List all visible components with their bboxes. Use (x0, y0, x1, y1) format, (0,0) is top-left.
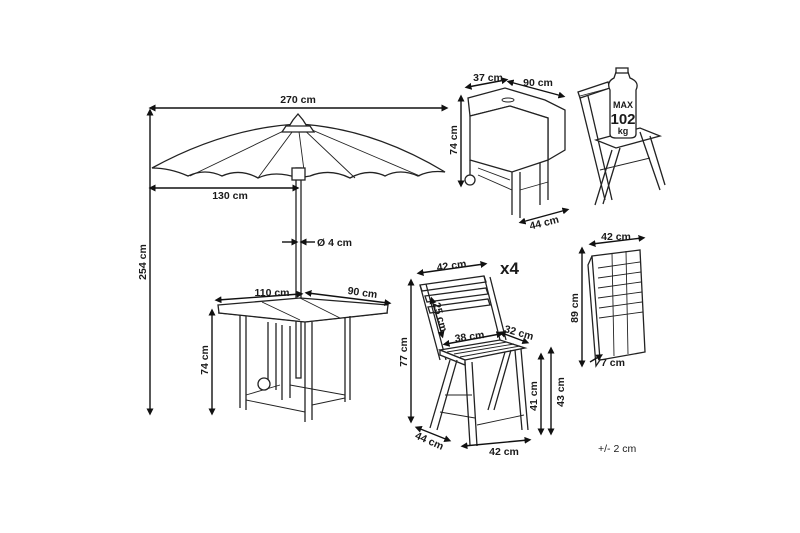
weight-value: 102 (610, 111, 635, 128)
chair-seat-depth-dimension (442, 331, 504, 347)
tolerance-label: +/- 2 cm (598, 443, 636, 455)
table-length-dimension (214, 290, 304, 304)
folded-table-leaf-label: 37 cm (473, 72, 503, 84)
chair-height-label: 77 cm (398, 337, 410, 367)
umbrella-height-label: 254 cm (137, 244, 149, 280)
chair-back-width-dimension (416, 261, 488, 276)
chair-base-width-dimension (460, 436, 532, 450)
folded-table-base-label: 44 cm (528, 214, 560, 233)
folded-table-drawing (464, 87, 566, 218)
umbrella-width-label: 270 cm (280, 94, 316, 106)
pole-diameter-label: Ø 4 cm (317, 237, 352, 249)
folded-table-depth-label: 90 cm (523, 77, 553, 89)
umbrella-half-width-label: 130 cm (212, 190, 248, 202)
weight-unit-label: kg (618, 126, 629, 136)
chair-base-width-label: 42 cm (489, 446, 519, 458)
chair-depth-dimension (414, 426, 452, 442)
folded-chair-width-dimension (588, 234, 646, 248)
chair-seat-width-dimension (498, 330, 530, 345)
chair-back-height-dimension (429, 296, 445, 339)
chair-seat-depth-label: 38 cm (454, 329, 485, 345)
table-depth-label: 90 cm (347, 285, 378, 301)
chair-back-width-label: 42 cm (436, 258, 467, 274)
folded-chair-width-label: 42 cm (601, 231, 631, 243)
chair-arm-height-label: 43 cm (555, 377, 567, 407)
table-length-label: 110 cm (254, 287, 289, 299)
folded-chair-drawing (587, 249, 646, 368)
folded-chair-height-label: 89 cm (569, 293, 581, 323)
folded-chair-thickness-label: 7 cm (601, 357, 625, 369)
weight-max-label: MAX (613, 100, 633, 110)
table-height-label: 74 cm (199, 345, 211, 375)
umbrella-drawing (151, 112, 446, 379)
chair-quantity-label: x4 (500, 259, 519, 278)
table-depth-dimension (304, 289, 392, 307)
folded-chair-thickness-arrow (589, 354, 604, 363)
folded-table-height-label: 74 cm (448, 125, 460, 155)
table-drawing (217, 297, 389, 422)
chair-drawing (419, 275, 529, 447)
chair-seat-height-label: 41 cm (528, 381, 540, 411)
weight-badge: MAX 102 kg (608, 67, 638, 139)
folded-table-leaf-dimension (464, 77, 509, 90)
folded-table-depth-dimension (506, 79, 566, 99)
folded-table-base-dimension (518, 207, 570, 225)
